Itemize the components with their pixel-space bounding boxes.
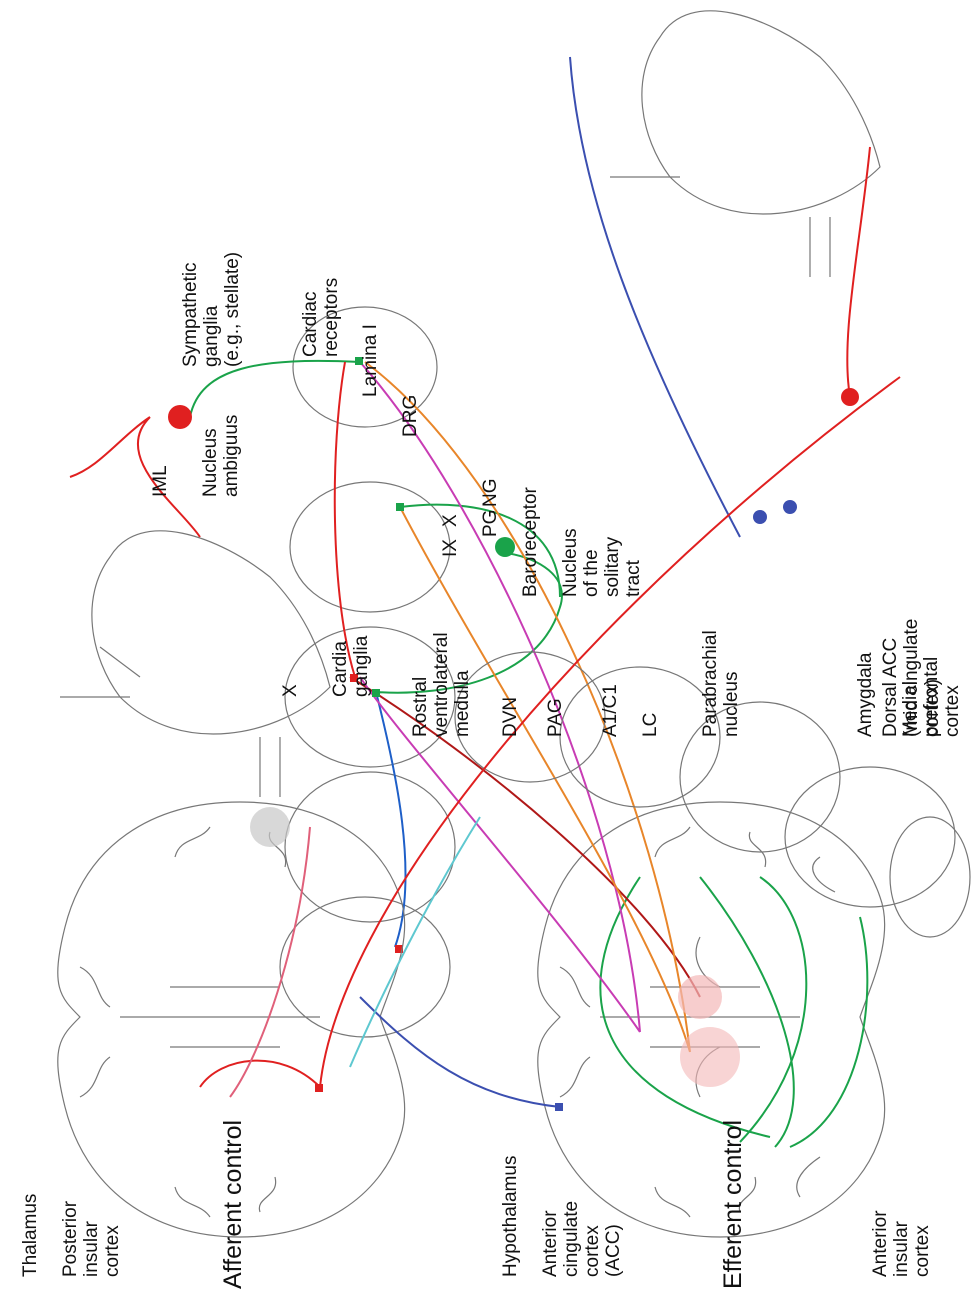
afferent-heart-outline — [642, 11, 880, 214]
label-ix: IX — [440, 539, 461, 557]
label-baroreceptor: Baroreceptor — [520, 487, 541, 597]
label-cardiac-ganglia: Cardia ganglia — [330, 636, 372, 697]
afferent-panel — [58, 11, 970, 1237]
afferent-medulla-upper — [560, 667, 720, 807]
sympathetic-ganglia-node — [168, 405, 192, 429]
efferent-heart-vessels — [60, 647, 280, 797]
label-rvlm: Rostral ventrolateral medulla — [410, 632, 473, 737]
drg-node — [841, 388, 859, 406]
thalamus-node — [315, 1084, 323, 1092]
label-lamina: Lamina I — [360, 324, 381, 397]
label-amygdala: Amygdala — [855, 653, 876, 738]
label-lc: LC — [640, 713, 661, 737]
afferent-pathways — [200, 57, 900, 1107]
label-anterior-insular: Anterior insular cortex — [870, 1210, 933, 1277]
label-afferent-x: X — [440, 514, 461, 527]
red-rvlm-to-iml — [335, 362, 355, 677]
amygdala-region — [678, 975, 722, 1019]
efferent-panel — [60, 307, 885, 1237]
label-pg: PG — [480, 510, 501, 537]
ambiguus-node — [396, 503, 404, 511]
dvn-node — [372, 689, 380, 697]
red-thalamus-to-insula — [200, 1061, 320, 1087]
label-hypothalamus: Hypothalamus — [500, 1156, 521, 1277]
afferent-midbrain — [785, 767, 955, 907]
afferent-title: Afferent control — [220, 1120, 247, 1289]
afferent-spinal-cord — [890, 817, 970, 937]
ng-node — [783, 500, 797, 514]
efferent-medulla-lower — [290, 482, 450, 612]
pg-node — [753, 510, 767, 524]
efferent-heart-outline — [92, 531, 330, 734]
dorsal-acc-node — [555, 1103, 563, 1111]
efferent-title: Efferent control — [720, 1120, 747, 1289]
afferent-brain-ventricles — [120, 987, 320, 1047]
label-efferent-x: X — [280, 684, 301, 697]
green-iml-to-sympathetic — [190, 361, 360, 417]
label-pag: PAG — [545, 698, 566, 737]
efferent-brain-gyri — [560, 827, 835, 1217]
insula-region — [680, 1027, 740, 1087]
pink-parabrachial-to-amygdala — [230, 827, 310, 1097]
label-acc: Anterior cingulate cortex (ACC) — [540, 1201, 624, 1277]
label-drg: DRG — [400, 395, 421, 437]
afferent-heart-vessels — [610, 177, 830, 277]
afferent-amygdala-shade — [250, 807, 290, 847]
label-dorsal-acc: Dorsal ACC (mid cingulate cortex) — [880, 619, 943, 737]
label-parabrachial: Parabrachial nucleus — [700, 630, 742, 737]
label-iml: IML — [150, 465, 171, 497]
efferent-pons — [285, 772, 455, 922]
label-a1c1: A1/C1 — [600, 684, 621, 737]
green-insula-loop — [740, 877, 867, 1147]
label-nts: Nucleus of the solitary tract — [560, 528, 644, 597]
label-ng: NG — [480, 479, 501, 508]
label-sympathetic-ganglia: Sympathetic ganglia (e.g., stellate) — [180, 252, 243, 367]
label-cardiac-receptors: Cardiac receptors — [300, 278, 342, 357]
afferent-brain-gyri — [80, 827, 286, 1217]
navy-nts-to-dorsal-acc — [360, 997, 560, 1107]
cardiac-ganglia-node — [495, 537, 515, 557]
efferent-brain-outline — [538, 802, 885, 1237]
red-sympathetic-to-heart — [70, 417, 200, 537]
label-nucleus-ambiguus: Nucleus ambiguus — [200, 415, 242, 497]
label-thalamus: Thalamus — [20, 1194, 41, 1277]
efferent-midbrain — [280, 897, 450, 1037]
navy-baroreceptor-to-nts — [570, 57, 740, 537]
label-dvn: DVN — [500, 697, 521, 737]
label-posterior-insular: Posterior insular cortex — [60, 1201, 123, 1277]
